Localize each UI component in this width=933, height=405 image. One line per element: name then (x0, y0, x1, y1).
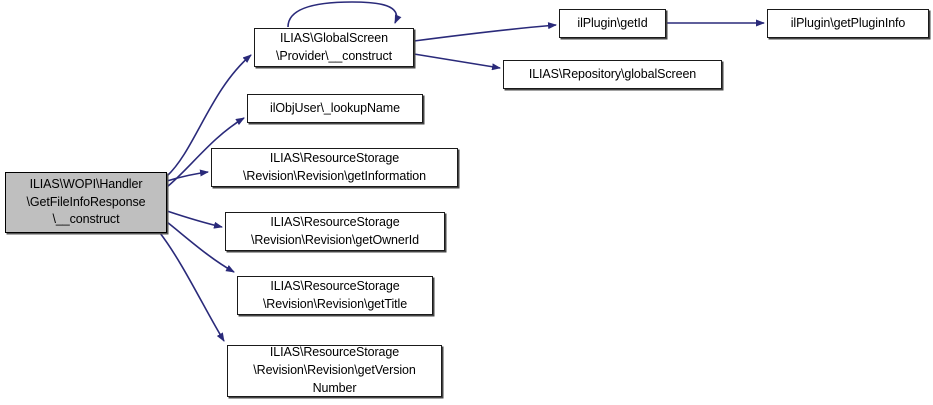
graph-node-label: ILIAS\WOPI\Handler \GetFileInfoResponse … (26, 176, 146, 227)
graph-node-label: ILIAS\Repository\globalScreen (528, 66, 697, 81)
graph-node-globalscreen-construct[interactable]: ILIAS\GlobalScreen \Provider\__construct (254, 28, 414, 67)
graph-node-revision-gettitle[interactable]: ILIAS\ResourceStorage \Revision\Revision… (237, 276, 433, 315)
graph-node-revision-getownerid[interactable]: ILIAS\ResourceStorage \Revision\Revision… (225, 212, 445, 251)
graph-node-label: ILIAS\ResourceStorage \Revision\Revision… (243, 150, 426, 183)
graph-edge-e-root-gettitle (166, 221, 235, 273)
graph-node-ilobjuser-lookupname[interactable]: ilObjUser\_lookupName (247, 94, 423, 123)
graph-node-ilplugin-getid[interactable]: ilPlugin\getId (559, 9, 666, 38)
graph-node-repository-globalscreen[interactable]: ILIAS\Repository\globalScreen (503, 60, 722, 89)
graph-node-label: ILIAS\ResourceStorage \Revision\Revision… (250, 214, 419, 247)
graph-node-label: ilObjUser\_lookupName (270, 100, 400, 115)
graph-edge-e-root-getversionnumber (159, 232, 225, 342)
graph-node-label: ilPlugin\getId (577, 15, 648, 30)
graph-edge-e-root-getownerid (166, 210, 223, 229)
graph-edge-e-globalscreen-self (287, 1, 402, 28)
graph-edge-e-root-getinformation (166, 169, 209, 182)
graph-node-label: ILIAS\ResourceStorage \Revision\Revision… (253, 345, 416, 395)
graph-node-label: ILIAS\GlobalScreen \Provider\__construct (275, 30, 392, 63)
graph-edge-e-globalscreen-getid (413, 22, 557, 42)
graph-node-root[interactable]: ILIAS\WOPI\Handler \GetFileInfoResponse … (5, 172, 167, 233)
graph-node-label: ILIAS\ResourceStorage \Revision\Revision… (262, 278, 408, 311)
graph-node-revision-getversionnumber[interactable]: ILIAS\ResourceStorage \Revision\Revision… (227, 345, 442, 397)
graph-node-label: ilPlugin\getPluginInfo (790, 15, 906, 30)
graph-node-revision-getinformation[interactable]: ILIAS\ResourceStorage \Revision\Revision… (211, 148, 458, 187)
graph-edge-e-globalscreen-repository (413, 53, 501, 71)
graph-node-ilplugin-getplugininfo[interactable]: ilPlugin\getPluginInfo (767, 9, 929, 38)
